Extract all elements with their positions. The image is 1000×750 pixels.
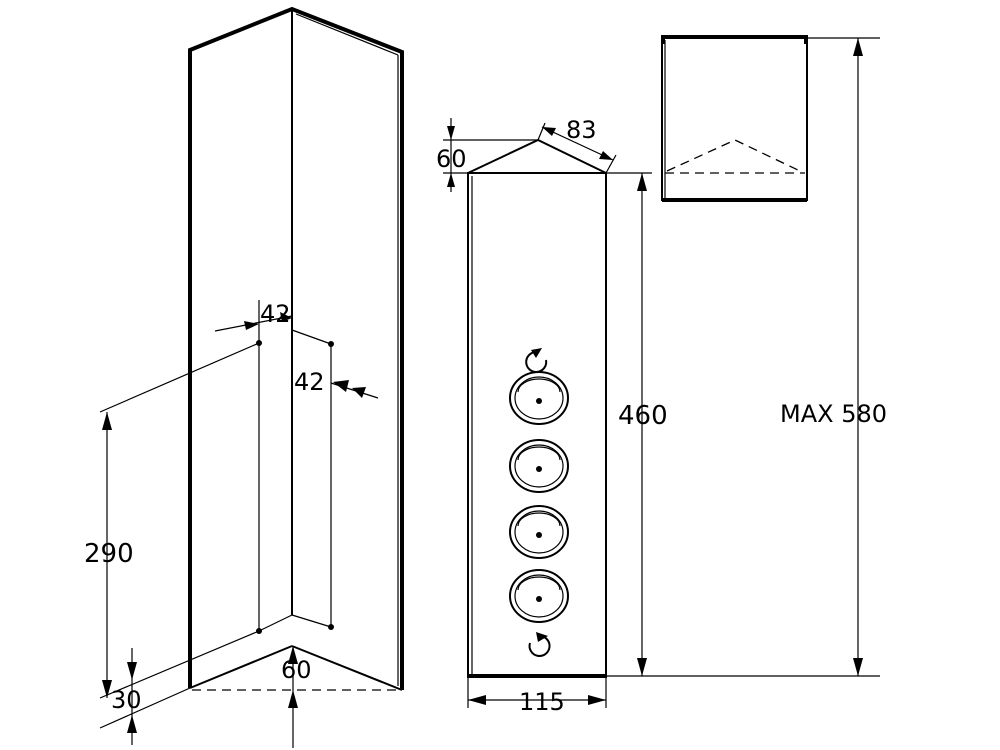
dim-arrow — [127, 662, 137, 680]
dim-arrow — [447, 173, 455, 187]
dim-arrow — [352, 387, 366, 398]
dim-83-ext — [537, 122, 546, 141]
dim-42-v-label: 42 — [294, 368, 325, 396]
top-view: MAX 580 — [652, 35, 887, 677]
hole-guide-line — [291, 329, 332, 345]
dim-arrow — [102, 680, 112, 698]
dim-arrow — [588, 695, 606, 705]
knob — [509, 569, 569, 623]
panel-bottom-right-edge — [291, 645, 403, 691]
rotate-arrow-icon — [525, 351, 548, 373]
dim-arrow — [447, 126, 455, 140]
dim-460-label: 460 — [618, 401, 668, 431]
dim-arrow — [637, 658, 647, 676]
dim-arrow — [853, 658, 863, 676]
dim-83-label: 83 — [566, 116, 597, 144]
dim-60-corner-label: 60 — [281, 656, 312, 684]
dim-arrow — [288, 646, 298, 664]
dim-arrow — [288, 690, 298, 708]
dim-arrow — [280, 312, 292, 322]
knob — [509, 371, 569, 425]
knob — [509, 439, 569, 493]
dim-arrow — [599, 151, 613, 160]
hole-guide-line — [258, 614, 293, 632]
top-view-outline — [661, 37, 808, 201]
rotate-arrow-icon-head — [531, 348, 542, 358]
dim-290-label: 290 — [84, 539, 134, 569]
dim-arrow — [637, 173, 647, 191]
dim-290-ext-bottom — [99, 630, 260, 699]
dim-arrow — [853, 38, 863, 56]
rotate-arrow-icon — [528, 635, 551, 657]
front-panel-outline — [467, 172, 607, 678]
panel-left-outline — [188, 6, 404, 690]
dim-arrow — [244, 321, 259, 330]
dim-580-label: MAX 580 — [780, 400, 887, 428]
isometric-corner-panel: 42 42 290 30 60 — [84, 6, 404, 748]
hole-guide-line — [291, 614, 332, 628]
dim-83-ext — [605, 154, 617, 174]
knob — [509, 505, 569, 559]
rotate-arrow-icon-head — [536, 632, 548, 642]
panel-bottom-left-edge — [189, 645, 293, 689]
panel-top-inner — [295, 13, 399, 56]
dim-arrow — [468, 695, 486, 705]
dim-30-ext — [99, 687, 191, 729]
dim-arrow — [333, 380, 349, 392]
front-top-triangle — [467, 138, 607, 174]
dim-42-h-label: 42 — [260, 300, 291, 328]
dim-83-line — [541, 126, 614, 161]
dim-115-label: 115 — [519, 688, 565, 716]
dim-arrow — [102, 412, 112, 430]
dim-arrow — [542, 127, 556, 136]
dim-60-top-label: 60 — [436, 145, 467, 173]
top-view-hidden-triangle — [666, 139, 801, 172]
front-view: 60 83 — [436, 116, 668, 716]
dim-arrow — [127, 715, 137, 733]
dim-30-label: 30 — [111, 686, 142, 714]
dim-290-ext-top — [99, 342, 260, 413]
